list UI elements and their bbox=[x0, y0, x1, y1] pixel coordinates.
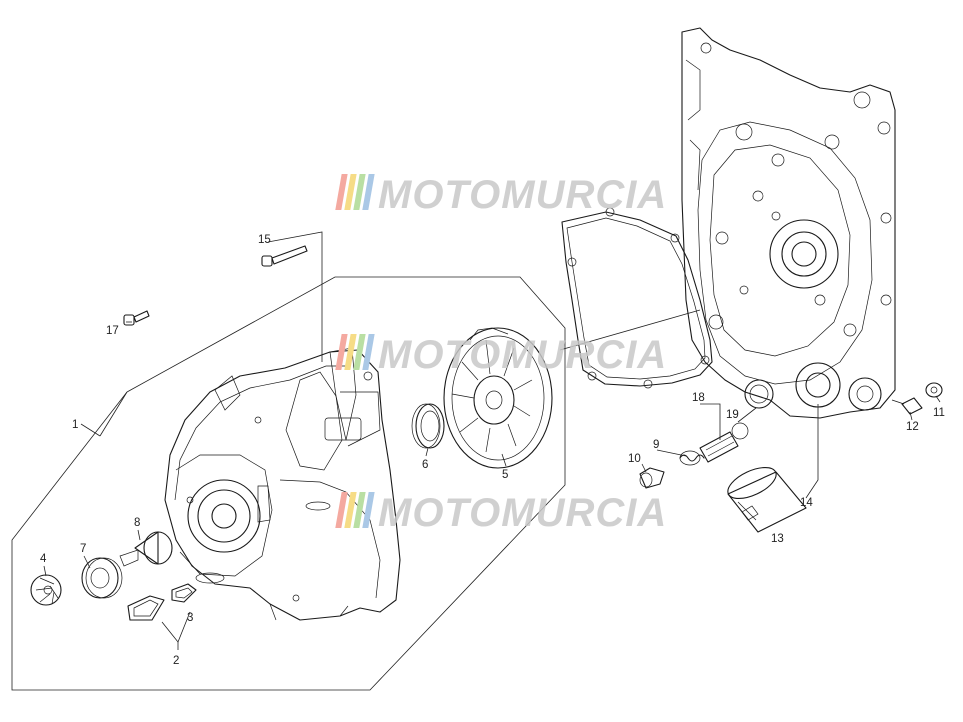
callout-6: 6 bbox=[422, 459, 428, 471]
part-5-fan bbox=[443, 327, 553, 469]
watermark-text: MOTOMURCIA bbox=[378, 333, 667, 377]
callout-15: 15 bbox=[258, 234, 271, 246]
crankcase-gasket bbox=[561, 207, 713, 389]
callout-14: 14 bbox=[800, 497, 813, 509]
crankcase-drawing bbox=[681, 27, 896, 419]
part-15-bolt bbox=[261, 245, 308, 267]
callout-3: 3 bbox=[187, 612, 193, 624]
watermark-3: MOTOMURCIA bbox=[335, 491, 667, 535]
callout-1: 1 bbox=[72, 419, 78, 431]
watermark-text: MOTOMURCIA bbox=[378, 491, 667, 535]
callout-7: 7 bbox=[80, 543, 86, 555]
watermark-2: MOTOMURCIA bbox=[335, 333, 667, 377]
watermark-1: MOTOMURCIA bbox=[335, 173, 667, 217]
part-7-seal bbox=[81, 557, 123, 599]
part-10-drain-plug bbox=[639, 467, 665, 489]
callout-13: 13 bbox=[771, 533, 784, 545]
callout-18: 18 bbox=[692, 392, 705, 404]
part-17-bolt bbox=[123, 310, 150, 326]
callout-19: 19 bbox=[726, 409, 739, 421]
callout-labels: 1 2 3 4 5 6 7 8 9 10 11 12 13 14 15 17 1… bbox=[40, 234, 945, 667]
callout-11: 11 bbox=[933, 407, 945, 419]
parts-2-3-gaskets bbox=[127, 583, 197, 621]
callout-8: 8 bbox=[134, 517, 140, 529]
callout-2: 2 bbox=[173, 655, 179, 667]
part-12-sensor bbox=[891, 397, 923, 415]
assembly-group-outline bbox=[11, 276, 566, 691]
leader-lines bbox=[43, 231, 941, 650]
callout-12: 12 bbox=[906, 421, 919, 433]
parts-18-19-strainer bbox=[699, 422, 749, 463]
callout-5: 5 bbox=[502, 469, 508, 481]
callout-10: 10 bbox=[628, 453, 641, 465]
callout-4: 4 bbox=[40, 553, 47, 565]
part-11-sensor bbox=[925, 382, 943, 398]
part-6-seal-ring bbox=[411, 403, 445, 449]
watermark-text: MOTOMURCIA bbox=[378, 173, 667, 217]
part-4-impeller bbox=[30, 574, 62, 606]
callout-17: 17 bbox=[106, 325, 119, 337]
callout-9: 9 bbox=[653, 439, 659, 451]
part-13-oil-filter bbox=[727, 466, 807, 533]
part-8-bearing bbox=[119, 531, 173, 567]
part-9-spring bbox=[679, 450, 705, 466]
side-cover-drawing bbox=[164, 347, 401, 621]
